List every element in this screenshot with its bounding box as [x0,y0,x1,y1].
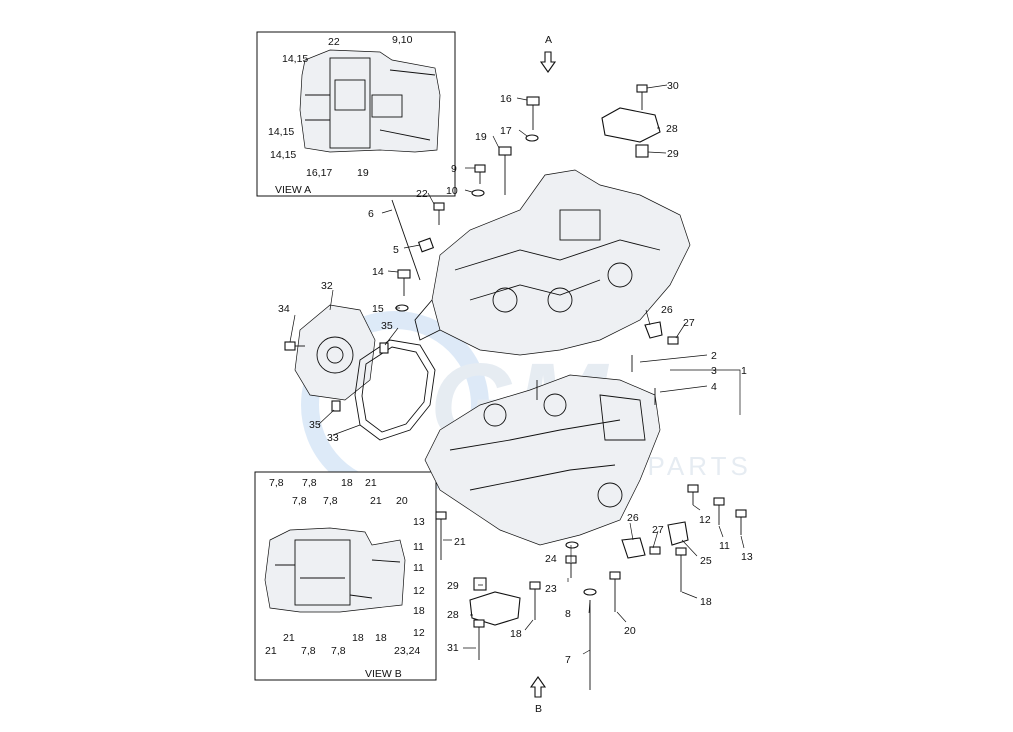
callout: 27 [683,317,695,329]
callout: 23,24 [394,645,420,657]
callout: 21 [283,632,295,644]
callout: 5 [393,244,399,256]
callout: 11 [413,562,424,574]
view-b-arrow: B [529,676,547,715]
callout: 22 [416,188,428,200]
callout: 34 [278,303,290,315]
callout: 35 [381,320,393,332]
svg-text:B: B [535,703,542,715]
view-a-label: VIEW A [275,184,311,196]
callout: 20 [624,625,636,637]
main-callouts: 16 30 17 28 19 29 9 10 22 6 5 14 32 15 2… [278,80,753,666]
callout: 21 [370,495,382,507]
callout: 13 [741,551,753,563]
lower-crankcase [424,374,661,546]
callout: 28 [666,123,678,135]
view-a-inset: VIEW A [256,31,456,197]
callout: 19 [475,131,487,143]
callout: 7,8 [323,495,338,507]
callout: 14,15 [268,126,294,138]
callout: 32 [321,280,333,292]
callout: 12 [413,627,425,639]
callout: 16 [500,93,512,105]
view-b-callouts: 7,8 7,8 18 21 7,8 7,8 21 20 13 11 11 12 … [265,477,425,657]
callout: 4 [711,381,717,393]
callout: 3 [711,365,717,377]
fasteners [284,84,747,690]
callout: 7,8 [301,645,316,657]
callout: 11 [413,541,424,553]
cover-gasket [354,339,436,441]
callout: 8 [565,608,571,620]
callout: 6 [368,208,374,220]
callout: 27 [652,524,664,536]
callout: 18 [413,605,425,617]
callout: 24 [545,553,557,565]
callout: 18 [700,596,712,608]
view-a-callouts: 22 9,10 14,15 14,15 14,15 16,17 19 [268,34,413,179]
callout: 26 [661,304,673,316]
callout: 14,15 [282,53,308,65]
callout: 16,17 [306,167,332,179]
callout: 21 [365,477,377,489]
callout: 14 [372,266,384,278]
callout: 12 [413,585,425,597]
callout: 17 [500,125,512,137]
callout: 10 [446,185,458,197]
callout: 9 [451,163,457,175]
crankcase-cover [294,304,376,401]
callout: 31 [447,642,459,654]
callout: 12 [699,514,711,526]
callout: 29 [447,580,459,592]
callout: 18 [341,477,353,489]
callout: 15 [372,303,384,315]
callout: 33 [327,432,339,444]
callout: 7,8 [292,495,307,507]
callout: 21 [454,536,466,548]
leader-lines [289,84,745,655]
callout: 18 [510,628,522,640]
callout: 20 [396,495,408,507]
view-a-arrow: A [539,34,557,73]
callout: 19 [357,167,369,179]
callout: 26 [627,512,639,524]
callout: 7,8 [302,477,317,489]
callout: 23 [545,583,557,595]
callout: 9,10 [392,34,413,46]
callout: 25 [700,555,712,567]
svg-text:A: A [545,34,552,46]
callout: 2 [711,350,717,362]
callout: 35 [309,419,321,431]
callout: 30 [667,80,679,92]
callout: 1 [741,365,747,377]
callout: 14,15 [270,149,296,161]
view-b-inset: VIEW B [254,471,437,681]
view-b-label: VIEW B [365,668,402,680]
callout: 21 [265,645,277,657]
callout: 7,8 [269,477,284,489]
callout: 7 [565,654,571,666]
callout: 18 [375,632,387,644]
callout: 18 [352,632,364,644]
callout: 11 [719,540,730,552]
callout: 22 [328,36,340,48]
callout: 29 [667,148,679,160]
upper-crankcase [414,169,691,356]
callout: 28 [447,609,459,621]
callout: 7,8 [331,645,346,657]
callout: 13 [413,516,425,528]
